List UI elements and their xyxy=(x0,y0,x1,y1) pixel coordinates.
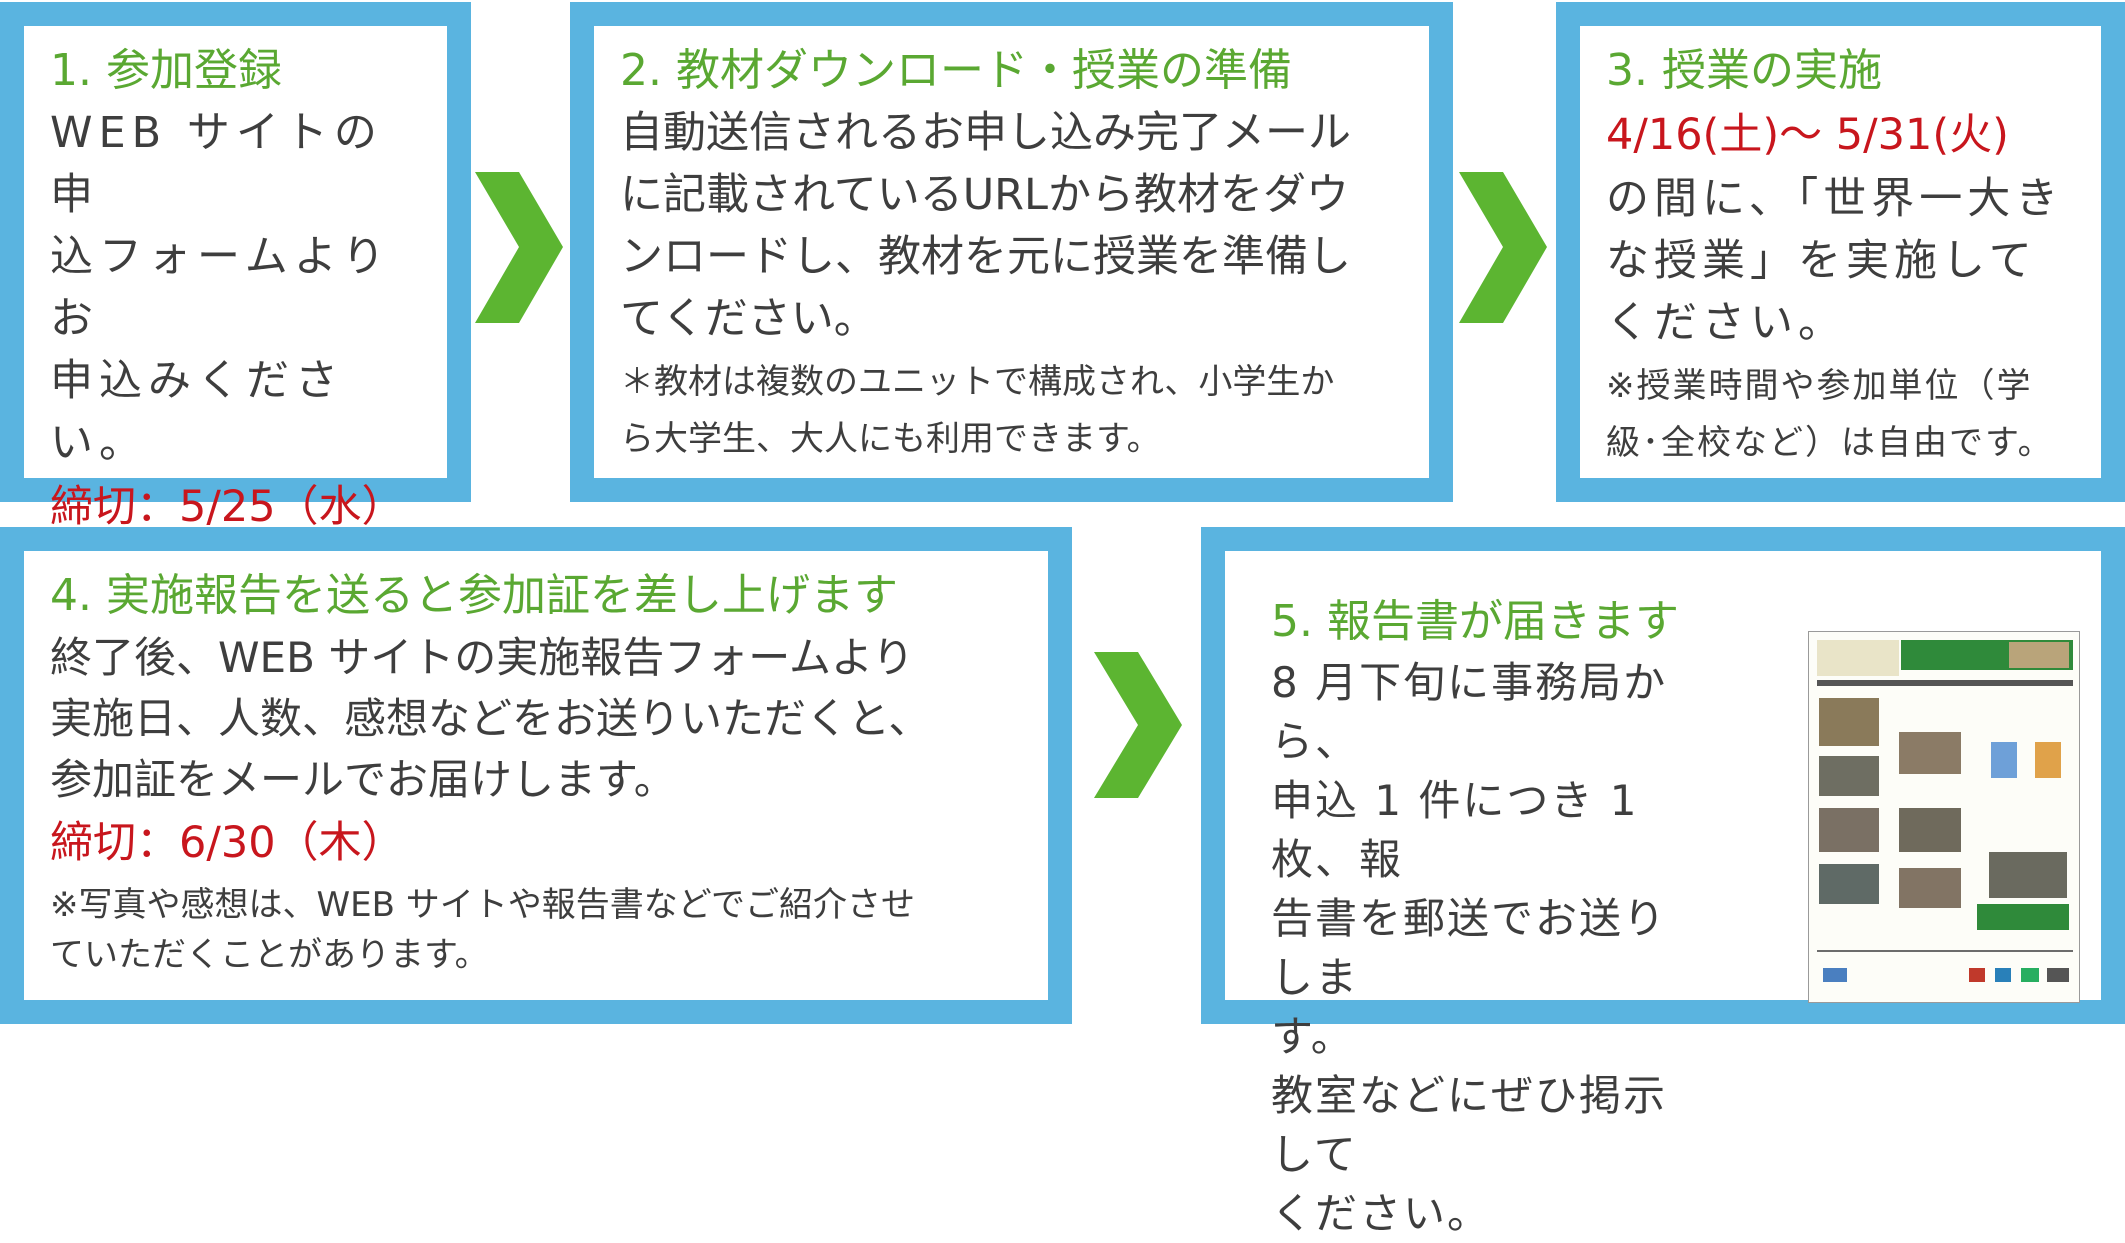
step-note: ※写真や感想は、WEB サイトや報告書などでご紹介させ ていただくことがあります… xyxy=(50,885,916,975)
step-card-report-delivery: 5. 報告書が届きます 8 月下旬に事務局から、 申込 1 件につき 1 枚、報… xyxy=(1201,527,2125,1238)
report-photo xyxy=(1819,756,1879,796)
report-thumbnail-image xyxy=(1808,631,2080,1003)
report-photo xyxy=(1819,698,1879,746)
step-deadline: 締切：5/25（水） xyxy=(50,482,405,532)
step-card-lesson: 3. 授業の実施 4/16(土)～ 5/31(火) の間に、「世界一大き な授業… xyxy=(1556,2,2125,502)
chevron-right-icon xyxy=(1459,172,1547,323)
report-chart xyxy=(1991,742,2017,778)
step-title: 3. 授業の実施 xyxy=(1606,45,1882,96)
report-green-box xyxy=(1977,904,2069,930)
report-logo xyxy=(2047,968,2069,982)
step-card-materials: 2. 教材ダウンロード・授業の準備 自動送信されるお申し込み完了メール に記載さ… xyxy=(570,2,1453,502)
report-headline xyxy=(1817,680,2073,686)
step-deadline: 締切：6/30（木） xyxy=(50,818,405,868)
report-photo xyxy=(1899,868,1961,908)
report-header-left xyxy=(1817,640,1899,676)
step-body: WEB サイトの申 込フォームよりお 申込みください。 xyxy=(50,108,391,468)
step-title: 2. 教材ダウンロード・授業の準備 xyxy=(620,45,1292,96)
step-note: ※授業時間や参加単位（学 級･全校など）は自由です。 xyxy=(1606,366,2054,463)
report-logo xyxy=(2021,968,2039,982)
chevron-right-icon xyxy=(475,172,563,323)
step-title: 5. 報告書が届きます xyxy=(1271,596,1679,647)
report-photo xyxy=(1899,732,1961,774)
step-period: 4/16(土)～ 5/31(火) xyxy=(1606,110,2009,160)
step-note: ＊教材は複数のユニットで構成され、小学生か ら大学生、大人にも利用できます。 xyxy=(620,362,1335,459)
report-photo xyxy=(1819,864,1879,904)
report-logo xyxy=(1823,968,1847,982)
report-photo xyxy=(1899,808,1961,852)
report-header-photo xyxy=(2009,642,2069,668)
step-body: 8 月下旬に事務局から、 申込 1 件につき 1 枚、報 告書を郵送でお送りしま… xyxy=(1271,658,1668,1238)
step-body: 自動送信されるお申し込み完了メール に記載されているURLから教材をダウ ンロー… xyxy=(620,108,1351,344)
step-card-report: 4. 実施報告を送ると参加証を差し上げます 終了後、WEB サイトの実施報告フォ… xyxy=(0,527,1072,1024)
report-logo xyxy=(1995,968,2011,982)
step-body: の間に、「世界一大き な授業」を実施して ください。 xyxy=(1606,174,2064,348)
report-logo xyxy=(1969,968,1985,982)
chevron-right-icon xyxy=(1094,652,1182,798)
step-body: 終了後、WEB サイトの実施報告フォームより 実施日、人数、感想などをお送りいた… xyxy=(50,633,931,804)
report-footer-line xyxy=(1817,950,2073,952)
report-photo xyxy=(1989,852,2067,898)
step-title: 1. 参加登録 xyxy=(50,45,282,96)
step-title: 4. 実施報告を送ると参加証を差し上げます xyxy=(50,570,898,621)
step-text: 5. 報告書が届きます 8 月下旬に事務局から、 申込 1 件につき 1 枚、報… xyxy=(1271,591,1691,1243)
report-photo xyxy=(1819,808,1879,852)
step-card-registration: 1. 参加登録 WEB サイトの申 込フォームよりお 申込みください。 締切：5… xyxy=(0,2,471,532)
report-chart xyxy=(2035,742,2061,778)
